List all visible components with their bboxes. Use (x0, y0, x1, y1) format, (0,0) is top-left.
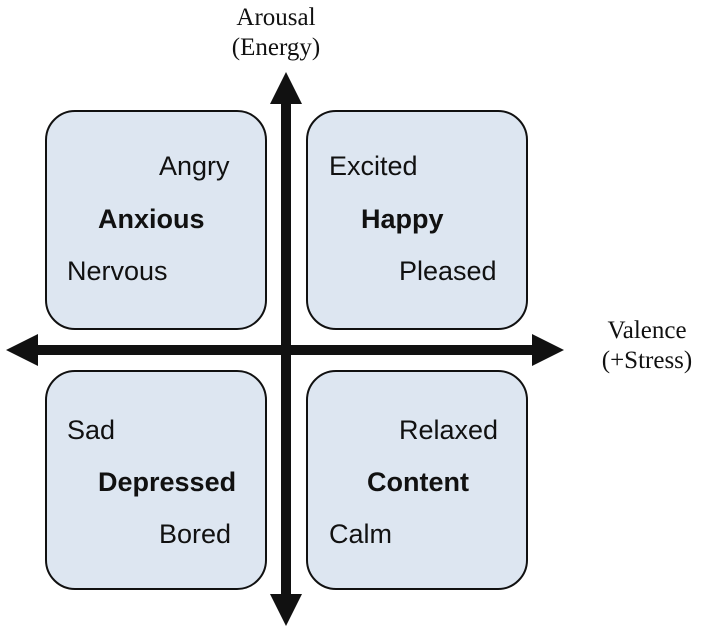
emotion-angry: Angry (159, 151, 230, 181)
emotion-excited: Excited (329, 151, 418, 181)
horizontal-axis-label-line1: Valence (607, 317, 687, 344)
vertical-axis-label: Arousal (Energy) (206, 3, 346, 63)
emotion-nervous: Nervous (67, 256, 168, 286)
emotion-happy-primary: Happy (361, 204, 444, 234)
quadrant-bottom-left: Sad Depressed Bored (45, 370, 267, 590)
emotion-anxious-primary: Anxious (98, 204, 205, 234)
emotion-bored: Bored (159, 519, 232, 549)
horizontal-axis-right-arrow (532, 334, 564, 366)
vertical-axis-label-line1: Arousal (236, 4, 316, 31)
emotion-sad: Sad (67, 415, 116, 445)
vertical-axis-bottom-arrow (270, 594, 302, 626)
horizontal-axis-left-arrow (6, 334, 38, 366)
emotion-content-primary: Content (367, 467, 469, 497)
emotion-relaxed: Relaxed (399, 415, 499, 445)
quadrant-top-right: Excited Happy Pleased (306, 110, 528, 330)
quadrant-bottom-right: Relaxed Content Calm (306, 370, 528, 590)
emotion-calm: Calm (329, 519, 393, 549)
emotion-pleased: Pleased (399, 256, 497, 286)
horizontal-axis (6, 334, 564, 366)
horizontal-axis-label: Valence (+Stress) (588, 316, 706, 376)
vertical-axis-label-line2: (Energy) (231, 34, 321, 61)
horizontal-axis-line (30, 345, 538, 355)
horizontal-axis-label-line2: (+Stress) (601, 347, 693, 374)
vertical-axis-top-arrow (270, 72, 302, 104)
quadrant-top-left: Angry Anxious Nervous (45, 110, 267, 330)
emotion-depressed-primary: Depressed (98, 467, 237, 497)
